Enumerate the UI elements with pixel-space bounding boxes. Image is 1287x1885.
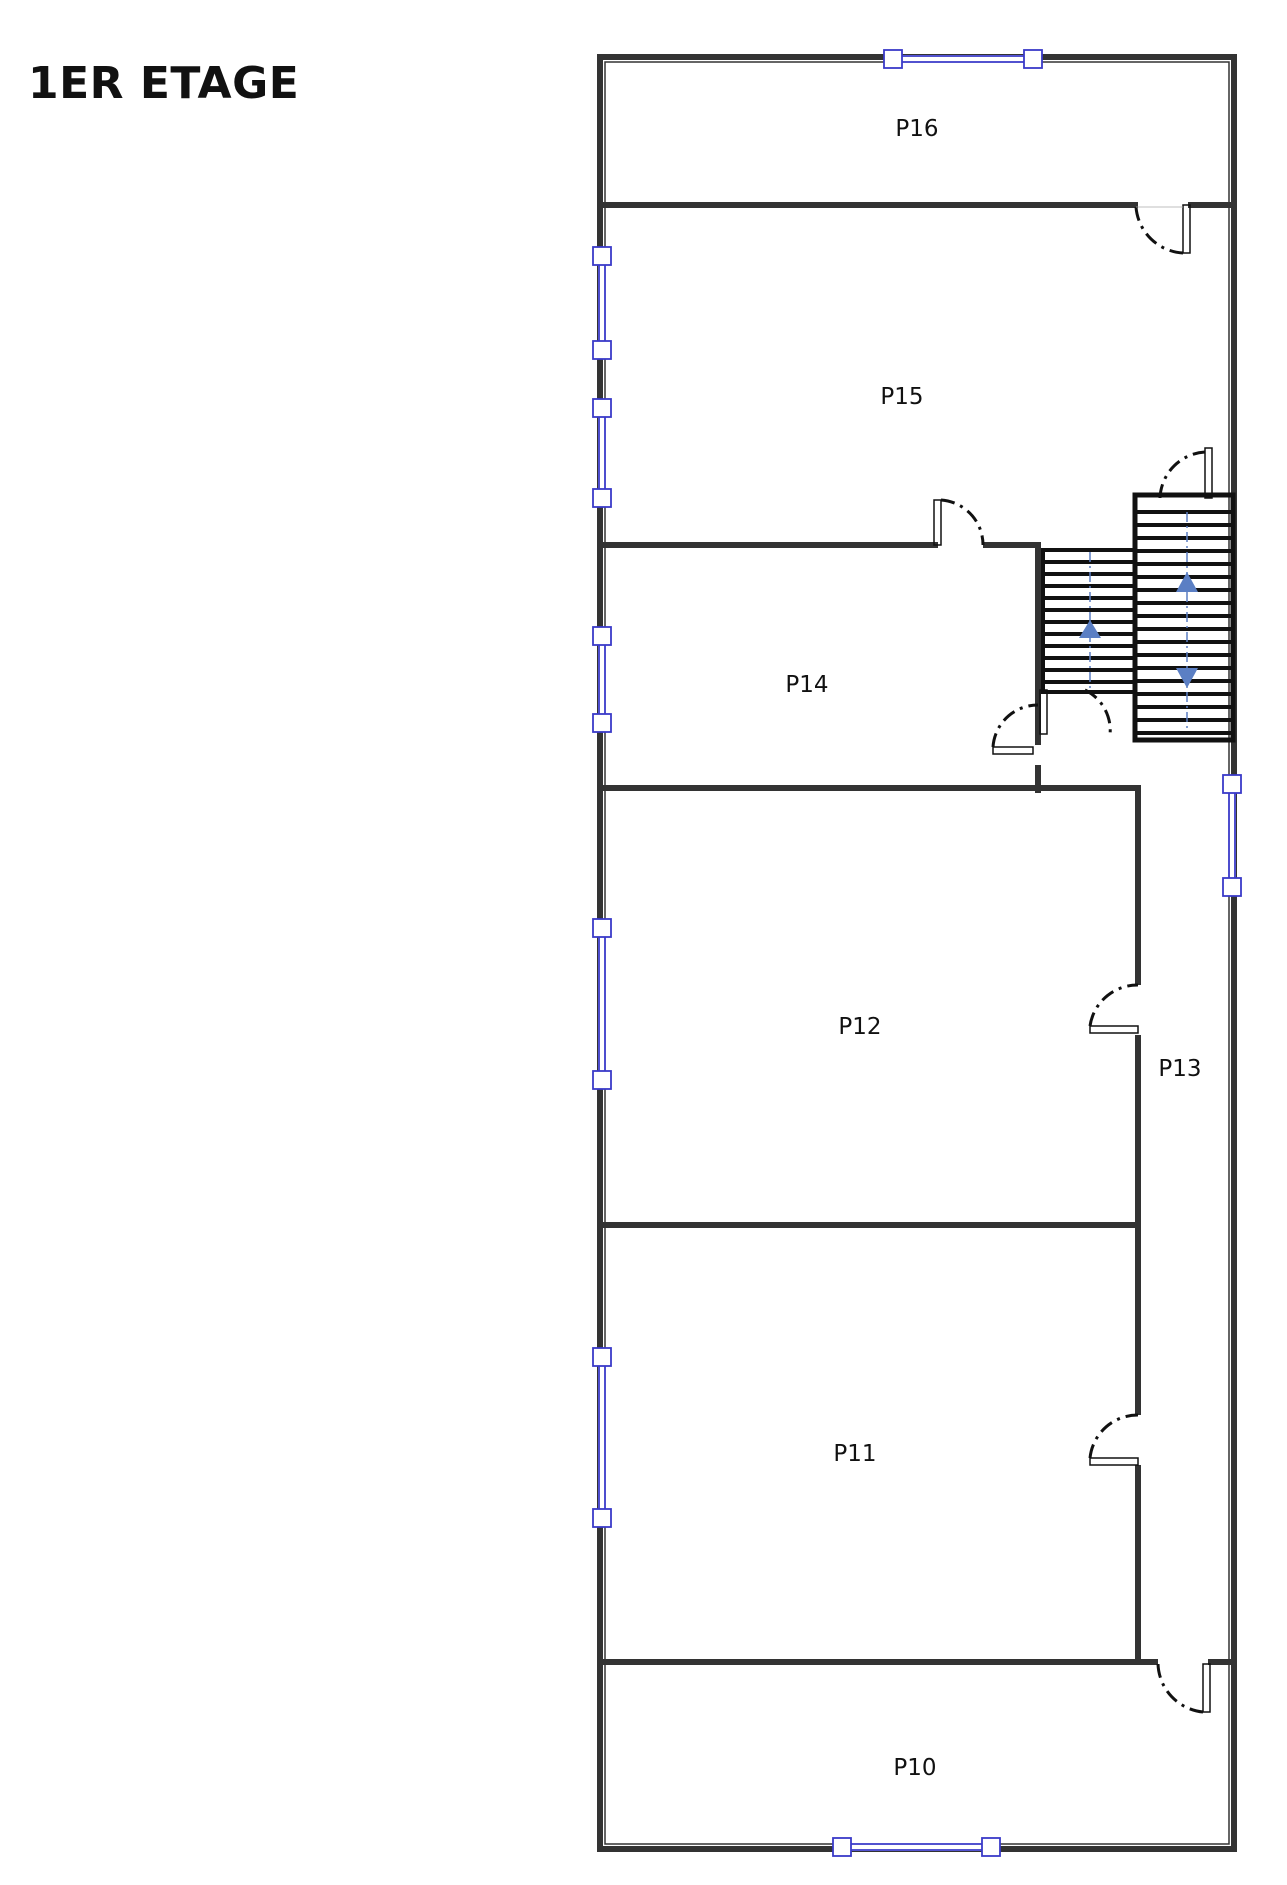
window-icon [832,1837,1001,1857]
door-swing-icon [933,498,985,546]
window-icon [883,49,1043,69]
stair-arrow-up-icon [1079,620,1101,638]
room-label-p15: P15 [880,384,923,410]
door-swing-icon [991,703,1039,755]
room-label-p11: P11 [833,1441,876,1467]
staircase [1041,492,1236,743]
room-label-p16: P16 [895,116,938,142]
stair-arrow-up-icon [1176,572,1198,592]
room-labels: P16 P15 P14 P13 P12 P11 P10 [785,116,1201,1781]
interior-walls [600,202,1234,1665]
window-icon [1222,774,1242,897]
window-icon [592,246,612,360]
room-label-p12: P12 [838,1014,881,1040]
window-icon [592,1347,612,1528]
door-swing-icon [1088,1413,1139,1466]
room-label-p13: P13 [1158,1056,1201,1082]
door-swing-icon [1134,204,1191,255]
room-label-p14: P14 [785,672,828,698]
plan-title: 1ER ETAGE [28,58,300,109]
door-swing-icon [1158,447,1213,499]
room-label-p10: P10 [893,1755,936,1781]
doors [933,204,1213,1714]
door-swing-icon [1156,1663,1211,1714]
door-swing-icon [1088,983,1139,1034]
window-icon [592,626,612,733]
stair-arrow-down-icon [1176,668,1198,688]
stair-treads [1045,510,1231,735]
door-swing-icon [1039,688,1112,736]
window-icon [592,918,612,1090]
window-icon [592,398,612,508]
stair-frame-left [1041,548,1137,694]
windows [592,49,1242,1857]
